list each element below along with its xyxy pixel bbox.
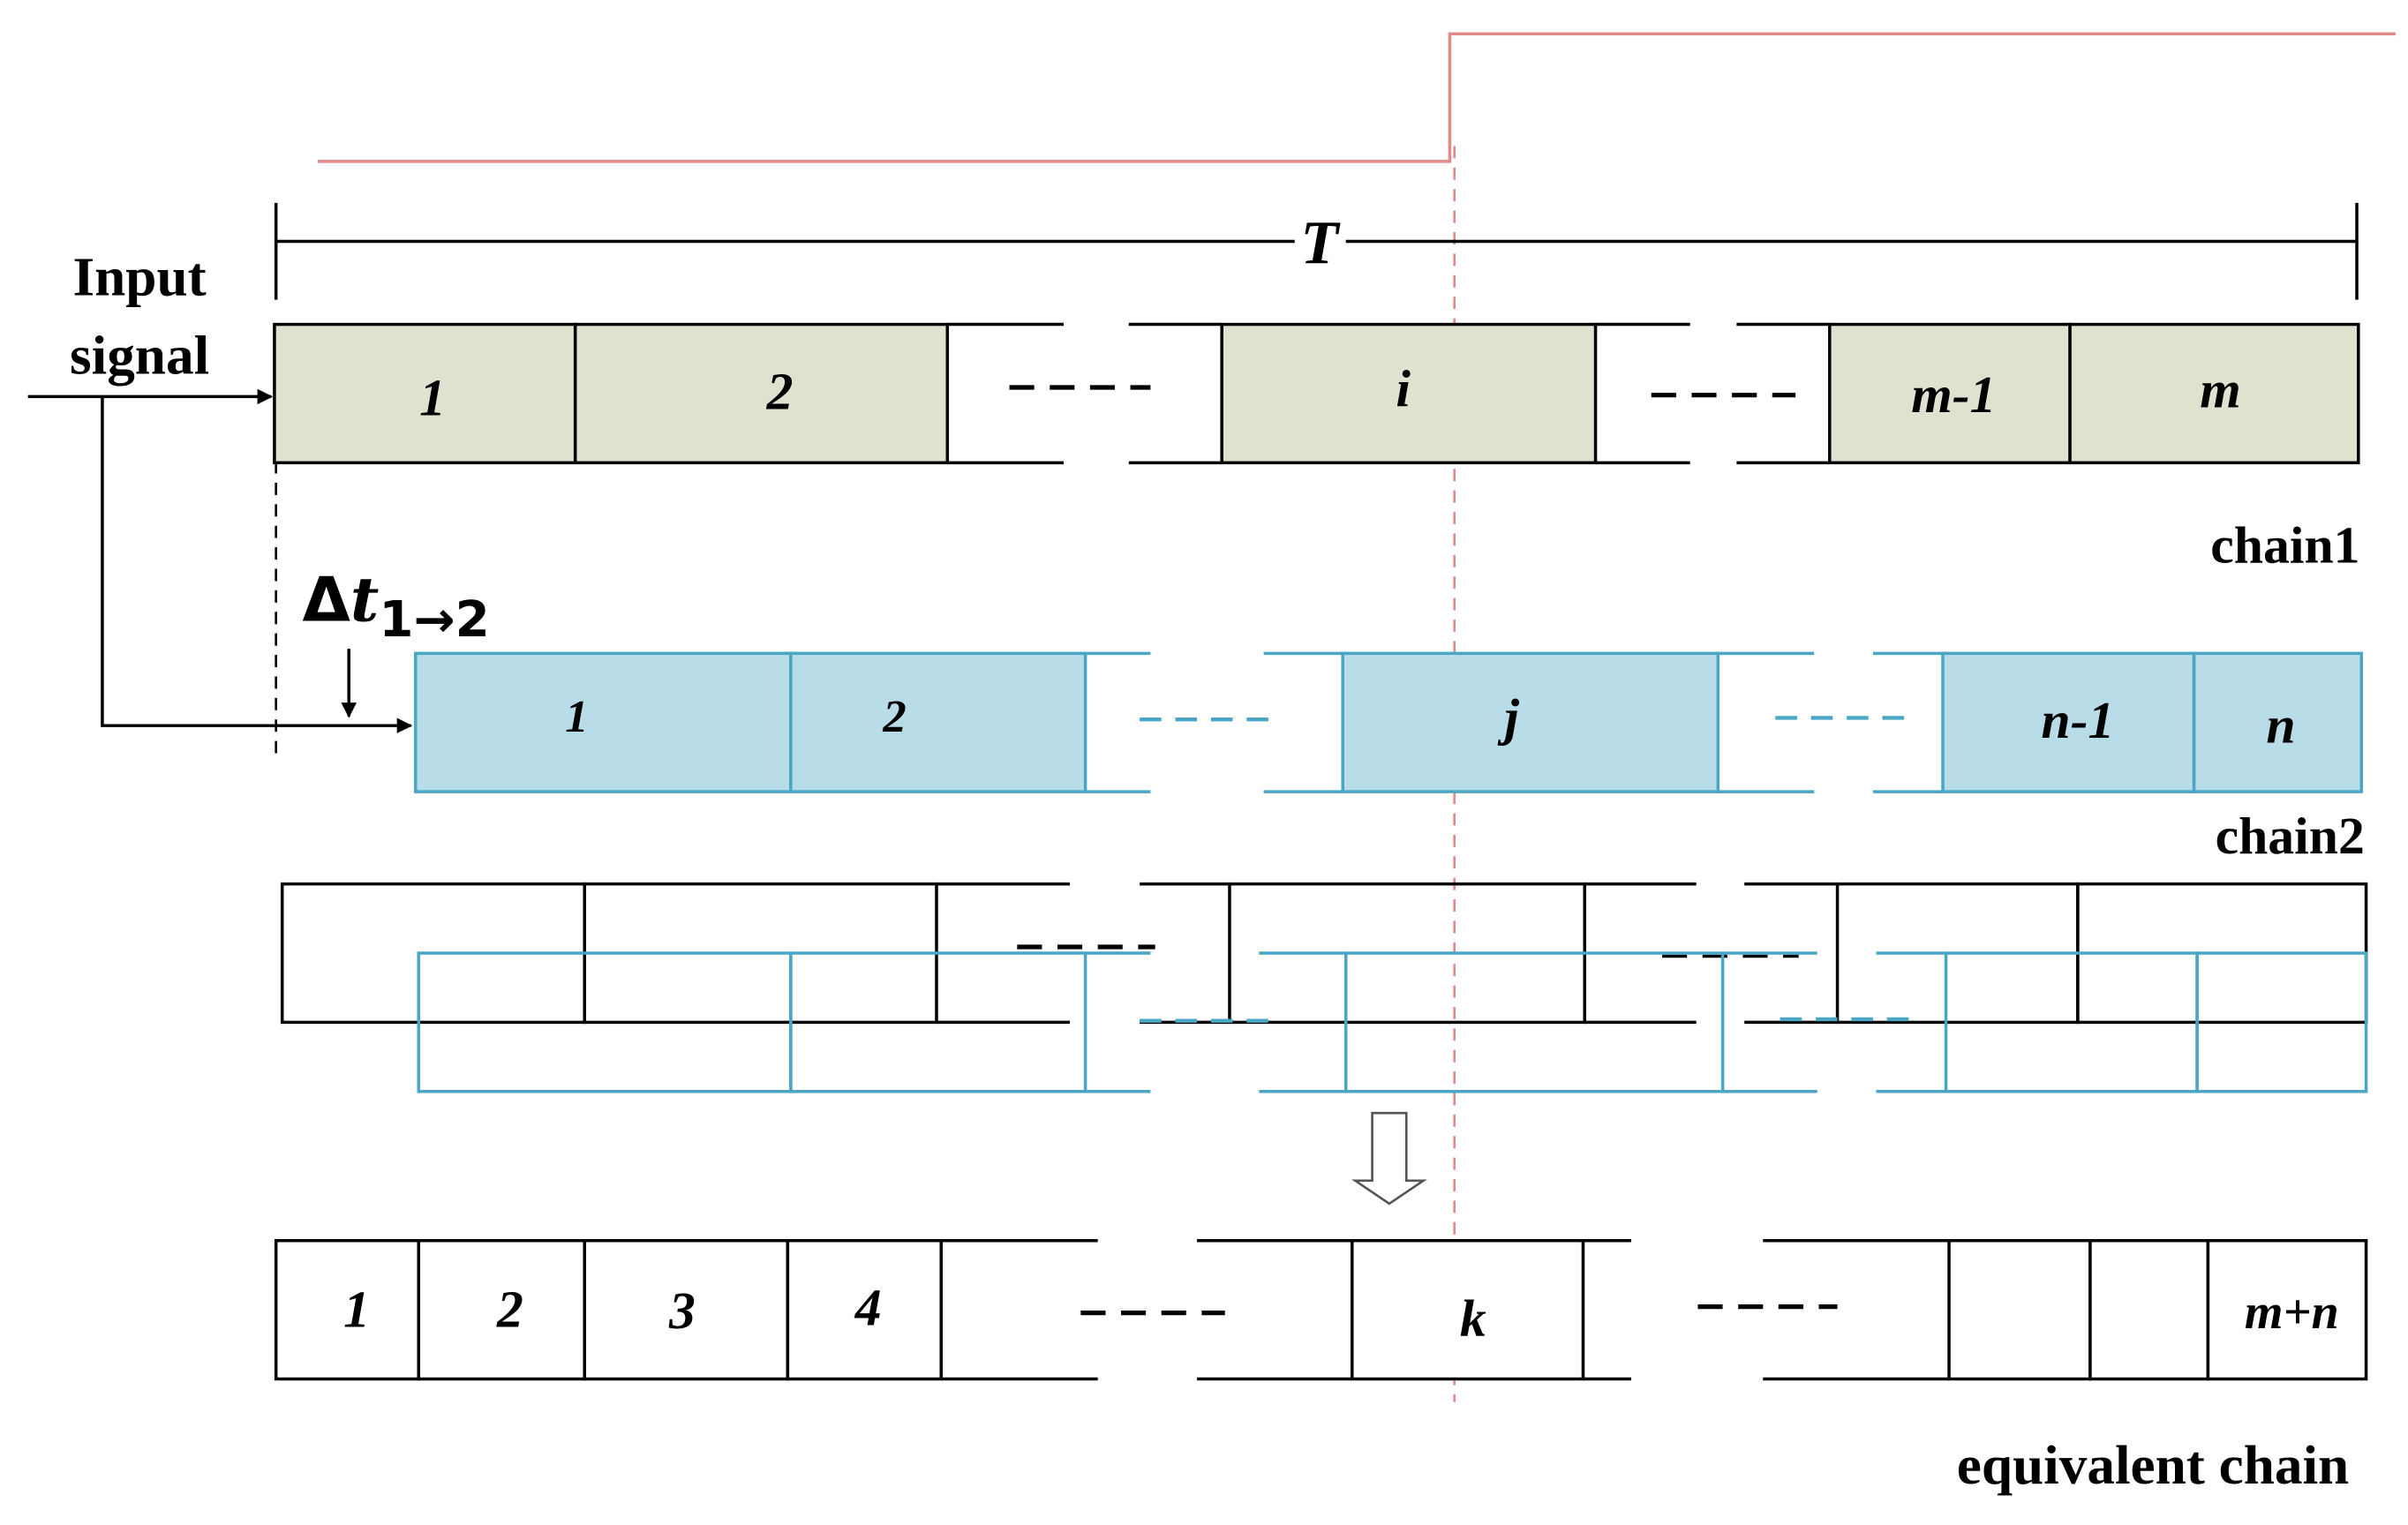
chain1-title: chain1 xyxy=(2210,516,2359,575)
overlap-chain2 xyxy=(417,951,2368,1093)
chain1-label-m: m xyxy=(2200,361,2240,419)
equivalent-cell-4 xyxy=(786,1239,944,1381)
chain2-title: chain2 xyxy=(2216,807,2365,865)
chain2-cell-1 xyxy=(414,651,793,793)
equivalent-cell-k xyxy=(1350,1239,1585,1381)
chain1: 1 2 i m-1 m xyxy=(273,322,2360,465)
chain1-label-2: 2 xyxy=(766,363,794,421)
chain2-label-n-1: n-1 xyxy=(2041,691,2114,749)
chain1-label-m-1: m-1 xyxy=(1911,365,1996,424)
chain2-label-1: 1 xyxy=(565,691,588,742)
period-span: T xyxy=(274,202,2359,300)
equivalent-label-1: 1 xyxy=(343,1281,370,1339)
equivalent-cell-m+n xyxy=(2206,1239,2368,1381)
equivalent-label-2: 2 xyxy=(496,1281,523,1339)
chain2-label-n: n xyxy=(2266,696,2295,755)
equivalent-cell-b xyxy=(2088,1239,2210,1381)
equivalent-title: equivalent chain xyxy=(1957,1434,2349,1496)
equivalent-chain: 1 2 3 4 k m+n xyxy=(274,1239,2368,1381)
chain2-cell-j xyxy=(1341,651,1720,793)
chain2-cell-2 xyxy=(789,651,1087,793)
chain1-cell-i xyxy=(1220,322,1598,465)
equivalent-label-m+n: m+n xyxy=(2245,1285,2339,1340)
equivalent-cell-3 xyxy=(583,1239,790,1381)
chain1-label-1: 1 xyxy=(419,369,446,427)
step-signal-line xyxy=(318,32,2396,163)
delay-label: Δt1→2 xyxy=(303,563,490,649)
chain1-cell-m xyxy=(2068,322,2360,465)
input-label-line2: signal xyxy=(70,325,209,387)
input-arrow-chain2 xyxy=(101,396,413,733)
equivalent-label-3: 3 xyxy=(668,1281,696,1340)
period-label: T xyxy=(1300,209,1341,277)
chain2: 1 2 j n-1 n xyxy=(414,651,2364,793)
down-arrow-icon xyxy=(1351,1111,1427,1206)
chain1-label-i: i xyxy=(1396,359,1411,417)
equivalent-label-k: k xyxy=(1460,1289,1486,1348)
chain2-label-2: 2 xyxy=(882,691,906,742)
input-label-line1: Input xyxy=(73,246,207,308)
chain1-cell-2 xyxy=(573,322,950,465)
chain2-cell-n xyxy=(2192,651,2364,793)
equivalent-cell-2 xyxy=(417,1239,586,1381)
chain2-cell-n-1 xyxy=(1941,651,2196,793)
equivalent-label-4: 4 xyxy=(854,1279,882,1337)
equivalent-cell-a xyxy=(1947,1239,2092,1381)
chain1-cell-1 xyxy=(273,322,577,465)
